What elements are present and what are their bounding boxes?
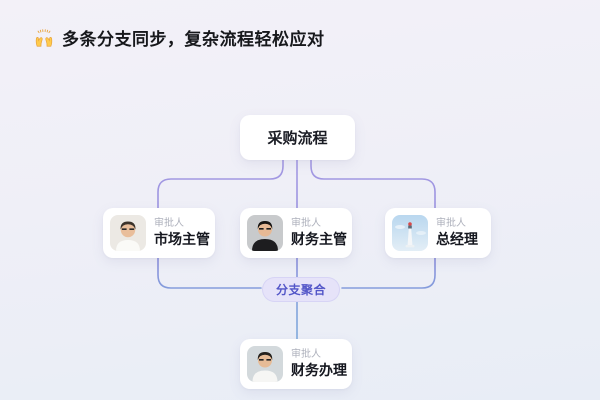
start-node-procurement[interactable]: 采购流程: [240, 115, 355, 160]
approver-name: 市场主管: [154, 230, 210, 247]
role-label: 审批人: [291, 349, 321, 360]
start-node-label: 采购流程: [267, 130, 328, 147]
approver-name: 财务主管: [291, 230, 347, 247]
merge-badge-label: 分支聚合: [275, 283, 326, 297]
page-title: 多条分支同步，复杂流程轻松应对: [33, 25, 325, 50]
connector-branch-left: [157, 159, 284, 289]
avatar-finance-lead: [247, 215, 283, 251]
role-label: 审批人: [154, 218, 184, 229]
avatar-finance-handler: [247, 346, 283, 382]
merge-badge[interactable]: 分支聚合: [262, 277, 340, 302]
avatar-general-manager: [392, 215, 428, 251]
approver-name: 总经理: [436, 230, 478, 247]
raising-hands-icon: [35, 28, 53, 47]
page-title-text: 多条分支同步，复杂流程轻松应对: [62, 30, 325, 49]
connector-branch-right: [310, 159, 436, 289]
role-label: 审批人: [436, 218, 466, 229]
approver-node-general-manager[interactable]: 审批人 总经理: [385, 208, 491, 258]
role-label: 审批人: [291, 218, 321, 229]
approver-node-finance-handler[interactable]: 审批人 财务办理: [240, 339, 352, 389]
approver-name: 财务办理: [291, 361, 347, 378]
approver-node-finance-lead[interactable]: 审批人 财务主管: [240, 208, 352, 258]
approver-node-marketing-lead[interactable]: 审批人 市场主管: [103, 208, 215, 258]
avatar-marketing-lead: [110, 215, 146, 251]
